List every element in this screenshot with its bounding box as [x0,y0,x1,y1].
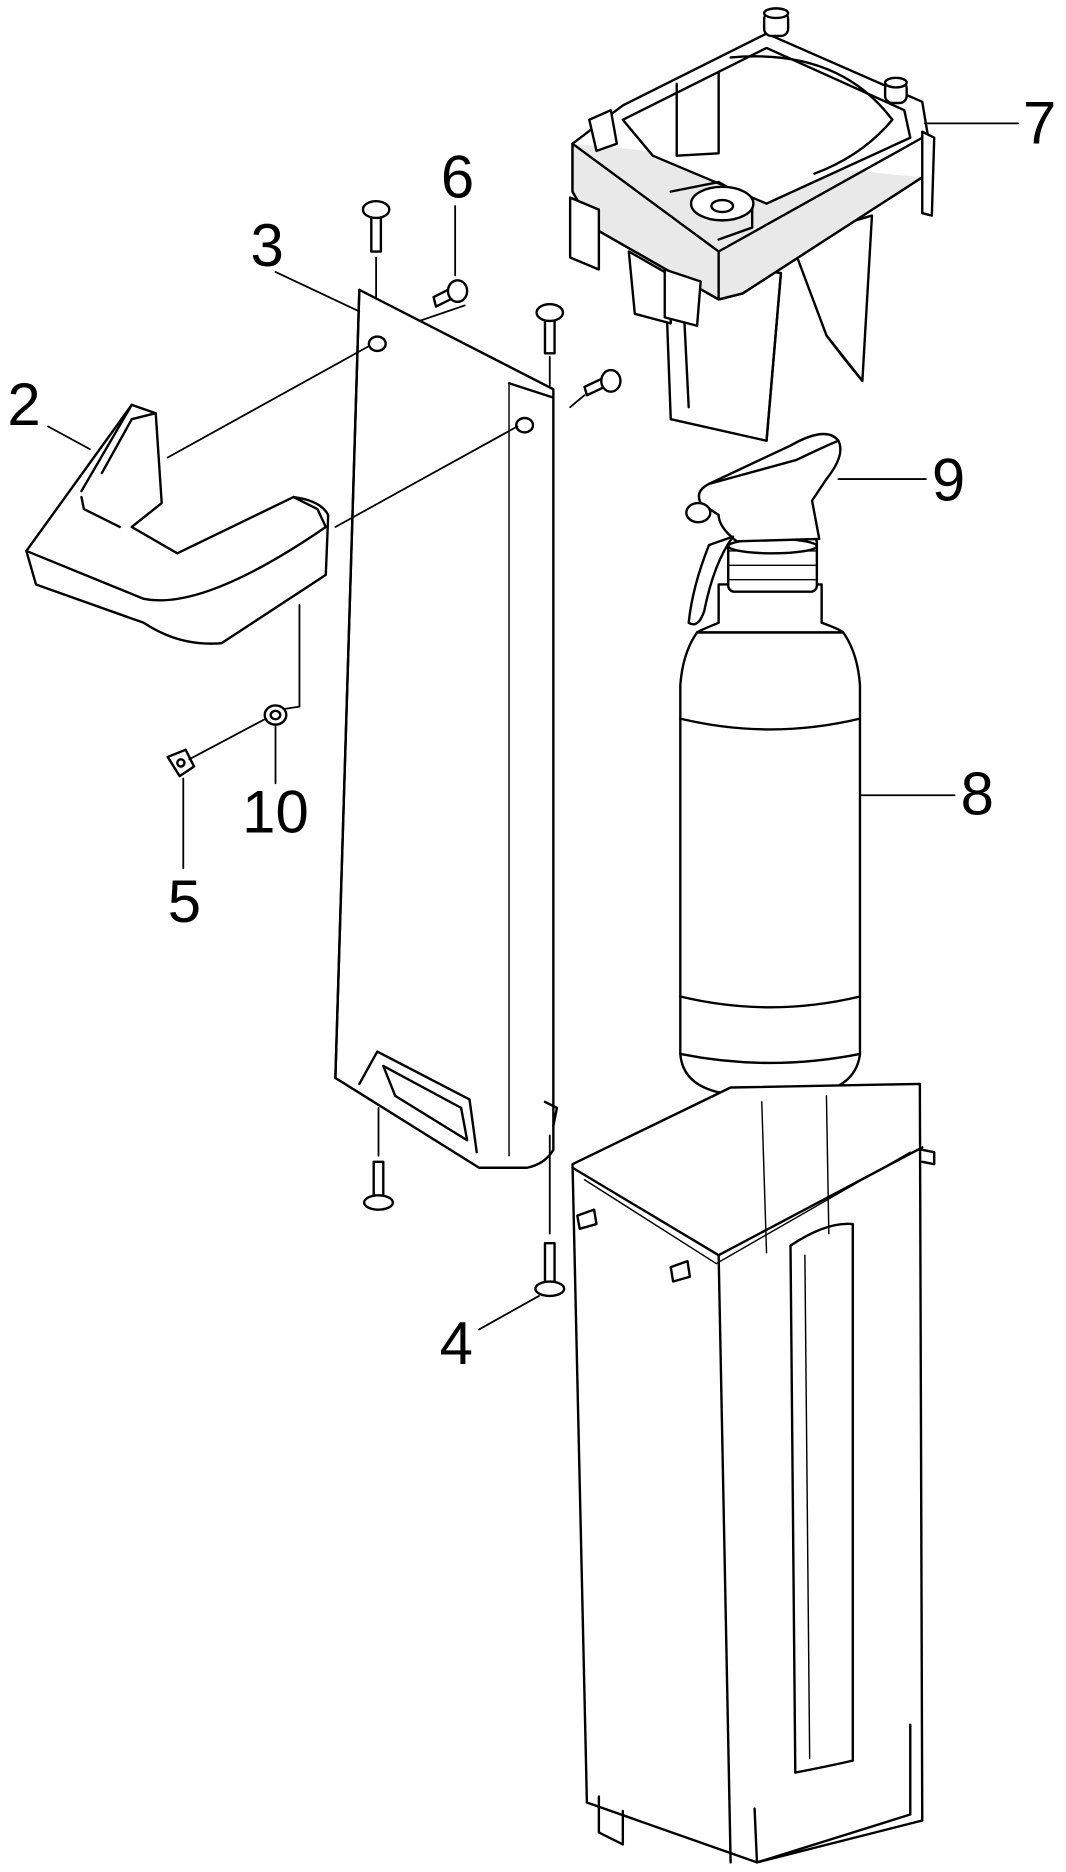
leader-lines [47,122,1019,1331]
callout-5: 5 [168,868,201,935]
handle-grip-part [25,403,330,645]
fasteners [166,200,622,1298]
callout-3: 3 [250,212,283,279]
callout-8: 8 [961,760,994,827]
bottle-holder-part [568,7,936,442]
reservoir-tank-part [571,1082,936,1864]
callout-7: 7 [1023,90,1056,157]
spray-bottle-part [679,432,862,1094]
callout-2: 2 [7,371,40,438]
callout-10: 10 [242,778,309,845]
callout-6: 6 [441,144,474,211]
callout-labels: 2 3 4 5 6 7 8 9 10 [7,90,1056,1377]
cover-panel-part [334,288,559,1169]
callout-9: 9 [932,447,965,514]
callout-4: 4 [440,1310,473,1377]
